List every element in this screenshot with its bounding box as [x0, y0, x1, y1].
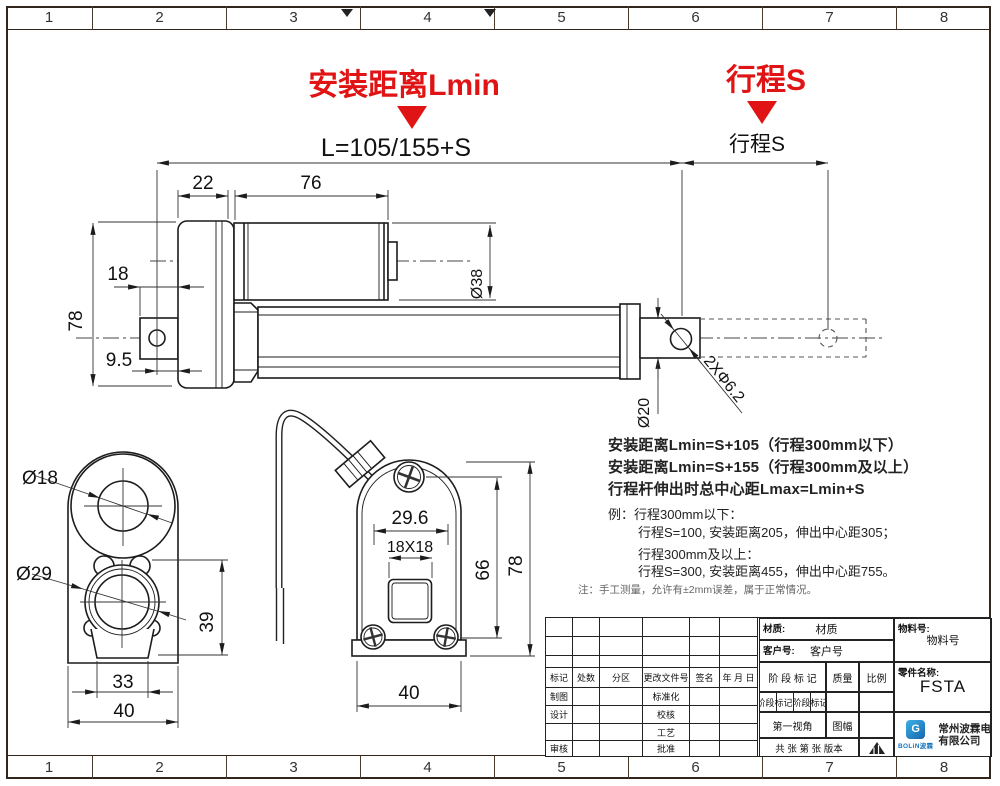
role-label: 批准	[643, 741, 690, 757]
rev-header: 年 月 日	[720, 668, 758, 688]
zone-number: 7	[763, 756, 897, 779]
role-label: 设计	[546, 706, 573, 724]
stage-mark-header: 阶 段 标 记	[759, 662, 826, 692]
zone-number: 6	[629, 6, 763, 29]
company-logo-icon: G	[906, 719, 926, 739]
part-name-label: 零件名称:	[898, 668, 940, 679]
zone-number: 2	[93, 756, 227, 779]
zone-number: 1	[6, 756, 93, 779]
role-label: 审核	[546, 741, 573, 757]
note-example: 行程S=100, 安装距离205，伸出中心距305；	[638, 525, 896, 540]
company-brand-text: BOLiN波霖	[898, 742, 934, 750]
material-cell: 材质: 材质	[759, 618, 894, 640]
customer-cell: 客户号: 客户号	[759, 640, 894, 662]
example-condition: 行程300mm以下：	[634, 507, 743, 522]
zone-number: 4	[361, 6, 495, 29]
bottom-zone-strip: 1 2 3 4 5 6 7 8	[6, 755, 991, 779]
revision-table: 标记 处数 分区 更改文件号 签名 年 月 日 制图 标准化 设计 校核 工艺 …	[546, 618, 760, 757]
stage-mark-cells: 阶段标记阶段标记	[759, 692, 826, 712]
part-number-cell: 物料号: 物料号	[894, 618, 992, 662]
quality-value-cell	[826, 692, 859, 712]
note-example: 行程300mm及以上：	[638, 547, 760, 562]
scale-header: 比例	[859, 662, 894, 692]
sheets-cell: 共 张 第 张 版本	[759, 738, 859, 757]
zone-number: 7	[763, 6, 897, 29]
stage-mark-text: 阶段标记阶段标记	[759, 697, 826, 708]
company-name: 常州波霖电子 有限公司	[938, 722, 991, 747]
rev-header: 更改文件号	[643, 668, 690, 688]
note-formula: 安装距离Lmin=S+105（行程300mm以下）	[608, 437, 904, 454]
sheet-border	[6, 6, 991, 779]
role-label: 标准化	[643, 688, 690, 706]
material-value: 材质	[815, 624, 838, 636]
sheet-format-value	[859, 712, 894, 738]
note-formula: 安装距离Lmin=S+155（行程300mm及以上）	[608, 459, 919, 476]
part-name-value: FSTA	[919, 677, 967, 696]
zone-number: 1	[6, 6, 93, 29]
company-cell: G BOLiN波霖 常州波霖电子 有限公司	[894, 712, 992, 757]
material-label: 材质:	[763, 624, 786, 635]
rev-header: 签名	[690, 668, 720, 688]
customer-label: 客户号:	[763, 646, 795, 657]
note-example: 行程S=300, 安装距离455，伸出中心距755。	[638, 564, 896, 579]
note-formula: 行程杆伸出时总中心距Lmax=Lmin+S	[608, 481, 865, 498]
zone-number: 6	[629, 756, 763, 779]
part-name-cell: 零件名称: FSTA	[894, 662, 992, 712]
zone-number: 3	[227, 6, 361, 29]
note-tolerance: 注：手工测量，允许有±2mm误差，属于正常情况。	[578, 584, 818, 596]
example-label: 例：	[608, 507, 635, 522]
part-number-value: 物料号	[926, 635, 960, 647]
role-label: 工艺	[643, 724, 690, 741]
first-angle-cell: 第一视角	[759, 712, 826, 738]
quality-header: 质量	[826, 662, 859, 692]
zone-number: 5	[495, 756, 629, 779]
zone-number: 8	[939, 759, 949, 776]
customer-value: 客户号	[810, 646, 843, 658]
first-angle-projection-icon	[868, 741, 885, 754]
zone-number: 5	[495, 6, 629, 29]
role-label: 校核	[643, 706, 690, 724]
projection-cell	[859, 738, 894, 757]
part-number-label: 物料号:	[898, 624, 930, 635]
scale-value-cell	[859, 692, 894, 712]
company-name-line2: 有限公司	[938, 734, 981, 747]
role-label: 制图	[546, 688, 573, 706]
zone-number: 4	[361, 756, 495, 779]
title-block: 标记 处数 分区 更改文件号 签名 年 月 日 制图 标准化 设计 校核 工艺 …	[545, 617, 992, 757]
company-name-line1: 常州波霖电子	[938, 722, 991, 735]
rev-header: 处数	[573, 668, 600, 688]
note-example-intro: 例：行程300mm以下：	[608, 504, 742, 523]
zone-number: 8	[939, 9, 949, 26]
top-zone-strip: 1 2 3 4 5 6 7 8	[6, 6, 991, 30]
rev-header: 标记	[546, 668, 573, 688]
zone-number: 2	[93, 6, 227, 29]
zone-number: 3	[227, 756, 361, 779]
rev-header: 分区	[600, 668, 643, 688]
sheet-format-cell: 图幅	[826, 712, 859, 738]
